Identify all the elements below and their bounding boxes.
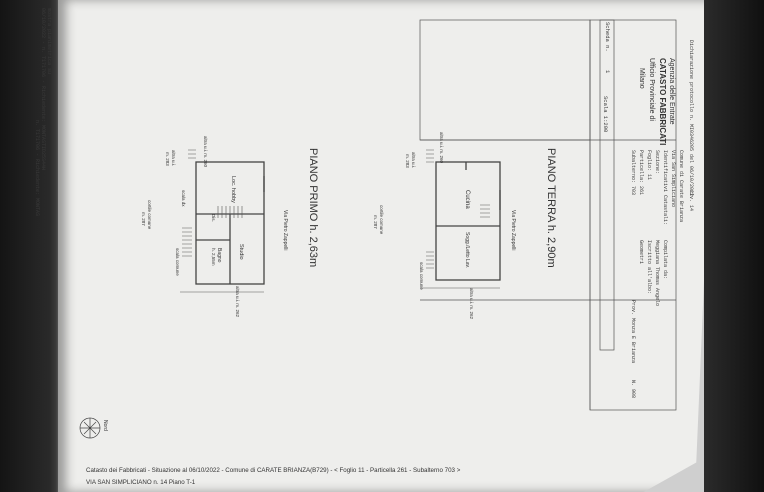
agency-name: Agenzia delle Entrate (668, 58, 675, 125)
primo-cortile-sub: m. 287 (141, 212, 146, 226)
primo-scala-dx: scala dx (181, 190, 186, 207)
scale-label: Scala 1:200 (602, 96, 609, 132)
primo-altra-top: altra u.i. m. 260 (203, 136, 208, 168)
terra-cortile-sub: m. 287 (373, 215, 378, 229)
declaration-text: Dichiarazione protocollo n. MI0346205 de… (688, 40, 694, 196)
compilata-label: Compilata da: (662, 240, 668, 279)
compiler-name: Meggiana Thomas Angelo (654, 240, 660, 306)
identificativi-label: Identificativi Catastali: (662, 150, 668, 225)
agency-title: CATASTO FABBRICATI (658, 58, 667, 145)
floor-terra-title: PIANO TERRA h. 2,90m (545, 148, 557, 268)
room-studio: Studio (238, 244, 244, 260)
agency-city: Milano (638, 68, 645, 89)
floor-primo-street: Via Pietro Zappelli (282, 210, 288, 251)
room-cucina: Cucina (464, 190, 470, 209)
bleed-text-2: 06/10/2022 - n. T171706 - Richiedente: M… (40, 8, 46, 170)
room-sogg-letto: Sogg./Letto Lav. (464, 232, 470, 268)
north-label: Nord (102, 420, 108, 431)
terra-altra-side: altra u.i. (411, 152, 416, 168)
floor-terra-street: Via Pietro Zappelli (510, 210, 516, 251)
primo-altra-bottom: altra u.i. m. 262 (235, 286, 240, 318)
floor-plan-terra: PIANO TERRA h. 2,90m Via Pietro Zappelli… (373, 132, 557, 320)
floor-primo-title: PIANO PRIMO h. 2,63m (307, 148, 319, 267)
room-bagno: Bagno (216, 248, 222, 263)
room-bagno-height: h. 2,55m (211, 248, 216, 266)
agency-block: Agenzia delle Entrate CATASTO FABBRICATI… (638, 58, 675, 145)
bleed-text-1: n. T171706 - Richiedente: MONTAS (34, 120, 40, 216)
via-text: Via San Simpliciano (670, 150, 676, 207)
terra-altra-bottom: altra u.i. m. 262 (469, 288, 474, 320)
particella-text: Particella: 261 (638, 150, 644, 195)
north-arrow-icon (79, 417, 101, 439)
primo-scala-comune: scala comune (175, 248, 180, 276)
terra-altra-top: altra u.i. m. 260 (439, 132, 444, 164)
terra-altra-side-sub: m. 283 (405, 154, 410, 168)
province-text: Prov. Monza E Brianza (630, 300, 636, 363)
footer-line-1: Catasto dei Fabbricati - Situazione al 0… (86, 467, 461, 474)
sezione-text: Sezione: (654, 150, 660, 174)
civic-number: civ. 14 (688, 190, 694, 211)
primo-cortile: cortile comune (147, 200, 152, 230)
identification-block: Dichiarazione protocollo n. MI0346205 de… (630, 40, 694, 398)
subalterno-text: Subalterno: 703 (630, 150, 636, 195)
foglio-text: Foglio: 11 (646, 150, 652, 180)
room-loc-hobby: Loc. hobby (230, 176, 236, 203)
primo-altra-side-sub: m. 283 (165, 152, 170, 166)
iscritto-label: Iscritto all'albo: (646, 240, 652, 294)
albo-number: N. 908 (630, 380, 636, 398)
floor-plan-primo: PIANO PRIMO h. 2,63m Via Pietro Zappelli… (141, 136, 319, 318)
room-dis: Dis. (211, 214, 216, 222)
terra-scala-comune: scala comune (419, 262, 424, 290)
terra-cortile: cortile comune (379, 205, 384, 235)
scheda-number: 1 (604, 70, 611, 74)
scheda-block: Scheda n. 1 Scala 1:200 (602, 22, 611, 132)
footer-line-2: VIA SAN SIMPLICIANO n. 14 Piano T-1 (86, 479, 196, 486)
header-frame (419, 19, 677, 411)
albo-text: Geometri (638, 240, 644, 264)
agency-office: Ufficio Provinciale di (648, 58, 655, 121)
comune-text: Comune di Carate Brianza (678, 150, 684, 222)
photo-edge-right (704, 0, 764, 492)
scheda-label: Scheda n. (604, 22, 611, 52)
bleed-text-3: mostra pianimetrica su (46, 8, 52, 74)
primo-altra-side: altra u.i. (171, 150, 176, 166)
